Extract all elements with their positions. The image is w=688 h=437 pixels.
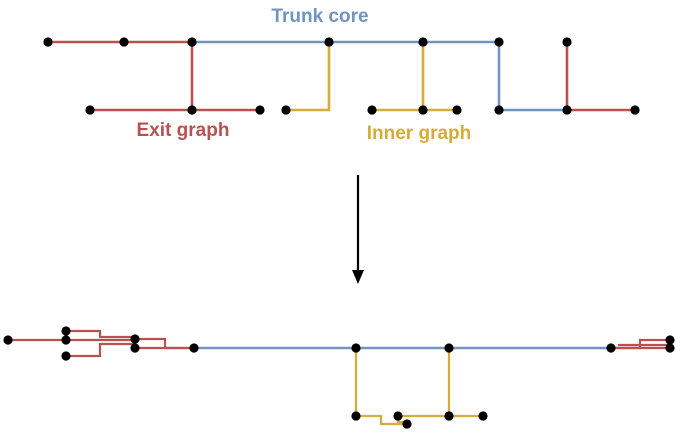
inner-edge: [354, 348, 407, 426]
bottom-graph: [3, 326, 675, 429]
node: [494, 37, 504, 47]
node: [281, 105, 291, 115]
node: [393, 411, 403, 421]
node: [478, 411, 488, 421]
node: [418, 37, 428, 47]
node: [444, 343, 454, 353]
node: [562, 105, 572, 115]
node: [351, 343, 361, 353]
top-graph: Trunk core Exit graph Inner graph: [43, 6, 640, 144]
node: [665, 343, 675, 353]
node: [61, 326, 71, 336]
inner-graph-edges-bottom: [354, 348, 483, 426]
bottom-nodes: [3, 326, 675, 429]
transform-arrow: [352, 175, 364, 284]
node: [61, 335, 71, 345]
node: [494, 105, 504, 115]
trunk-core-label: Trunk core: [271, 6, 368, 27]
exit-edge: [565, 42, 635, 112]
exit-graph-label: Exit graph: [137, 120, 230, 141]
node: [119, 37, 129, 47]
node: [85, 105, 95, 115]
node: [367, 105, 377, 115]
exit-edge: [66, 329, 135, 339]
node: [130, 334, 140, 344]
exit-graph-edges-bottom-right: [611, 338, 670, 350]
node: [606, 343, 616, 353]
exit-edge: [66, 342, 137, 358]
node: [444, 411, 454, 421]
exit-graph-edges-top: [48, 40, 635, 112]
top-nodes: [43, 37, 640, 115]
node: [402, 419, 412, 429]
exit-edge: [135, 337, 194, 350]
node: [665, 335, 675, 345]
node: [452, 105, 462, 115]
trunk-core-edges-top: [192, 40, 567, 112]
node: [562, 37, 572, 47]
node: [61, 351, 71, 361]
node: [43, 37, 53, 47]
node: [3, 335, 13, 345]
node: [630, 105, 640, 115]
node: [130, 343, 140, 353]
inner-edge: [286, 42, 331, 112]
trunk-edge: [497, 42, 567, 112]
node: [189, 343, 199, 353]
inner-graph-edges-top: [286, 42, 457, 112]
node: [187, 37, 197, 47]
arrow-head: [352, 270, 364, 284]
node: [255, 105, 265, 115]
node: [324, 37, 334, 47]
inner-graph-label: Inner graph: [367, 123, 472, 144]
node: [187, 105, 197, 115]
node: [418, 105, 428, 115]
exit-graph-edges-bottom-left: [8, 329, 194, 358]
node: [351, 411, 361, 421]
